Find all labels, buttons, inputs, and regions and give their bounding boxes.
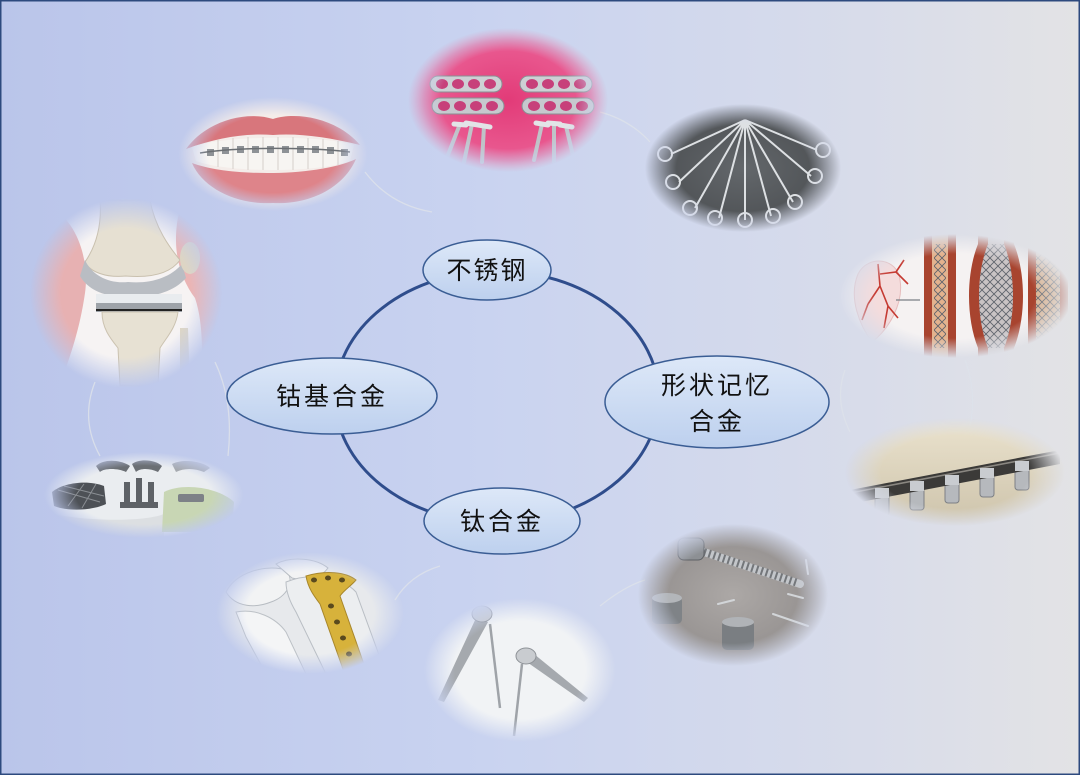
screw-head (677, 537, 705, 561)
arch-wire (199, 147, 351, 154)
node-stainless-steel-label: 不锈钢 (446, 256, 527, 285)
set-cap-2-top (722, 617, 754, 627)
node-titanium-alloy-shape (423, 487, 581, 555)
framework-lattice (57, 483, 105, 509)
femur (84, 199, 181, 277)
rod-clamps (875, 461, 1029, 498)
stent-crimped (934, 244, 946, 348)
ulna (235, 610, 307, 674)
lower-lip (192, 159, 356, 204)
node-stainless-steel: 不锈钢 (422, 239, 552, 301)
stem-b-shaft (524, 654, 588, 702)
coronary-arteries (861, 259, 909, 329)
node-titanium-alloy: 钛合金 (423, 487, 581, 555)
rod-highlight (849, 452, 1061, 494)
tibial-insert (96, 294, 182, 303)
node-cobalt-alloy-shape (226, 357, 438, 435)
photo-wrist-plate (216, 552, 404, 674)
plate-right-top (519, 75, 593, 93)
small-pins (717, 559, 809, 627)
framework-top-3 (172, 461, 210, 472)
stem-a-pin (488, 623, 502, 709)
plate-left-bottom (431, 97, 505, 115)
tibial-tray (96, 303, 182, 312)
node-cobalt-alloy-label: 钴基合金 (276, 382, 388, 411)
heart-outline (853, 260, 902, 343)
photo-vascular-stents (838, 234, 1072, 358)
metal-clasp (178, 494, 204, 502)
set-cap-1-top (652, 593, 682, 603)
plate-holes (311, 575, 352, 657)
stem-b-pin (512, 663, 524, 737)
photo-surgical-forceps (645, 104, 841, 232)
node-titanium-alloy-label: 钛合金 (460, 507, 544, 536)
stem-a-head (471, 605, 493, 623)
fibula (180, 328, 190, 386)
node-cobalt-alloy: 钴基合金 (226, 357, 438, 435)
stem-a-shaft (438, 618, 488, 702)
plate-left-top (429, 75, 503, 93)
plaster-base (44, 512, 164, 538)
patella (180, 242, 200, 274)
screw-threads (702, 548, 800, 587)
plate-right-bottom (521, 97, 595, 115)
connector-arc-left-outer (87, 381, 101, 457)
stent-expanding (979, 244, 1013, 348)
upper-lip (186, 116, 360, 149)
screw-heads (451, 120, 575, 130)
photo-knee-implant (30, 198, 222, 388)
photo-dental-frameworks (44, 452, 244, 538)
node-shape-memory-alloy-label-line1: 形状记忆 (661, 371, 773, 400)
photo-pedicle-screws (638, 524, 828, 666)
framework-bars (120, 478, 158, 508)
tibia (101, 311, 179, 387)
stem-b-head (515, 647, 537, 665)
forceps-rings (657, 142, 832, 228)
framework-top-1 (96, 460, 130, 472)
node-shape-memory-alloy-shape (604, 355, 830, 449)
tooth-gaps (217, 137, 339, 170)
femoral-component (80, 260, 186, 297)
connector-arc-top-left (364, 171, 433, 213)
framework-top-2 (132, 460, 162, 472)
photo-spinal-rod (845, 418, 1065, 526)
node-stainless-steel-shape (422, 239, 552, 301)
photo-bone-plates (408, 28, 608, 172)
photo-hip-stems (424, 598, 616, 742)
plate-holes (436, 79, 588, 111)
node-shape-memory-alloy: 形状记忆 合金 (604, 355, 830, 449)
photo-dental-braces (178, 97, 368, 211)
node-shape-memory-alloy-label-line2: 合金 (689, 407, 745, 436)
bone-screws (444, 122, 576, 164)
set-cap-1 (652, 596, 682, 624)
forceps-shafts (670, 119, 818, 220)
set-cap-2 (722, 620, 754, 650)
stent-expanded (1036, 242, 1060, 350)
muscle-left (30, 208, 86, 383)
